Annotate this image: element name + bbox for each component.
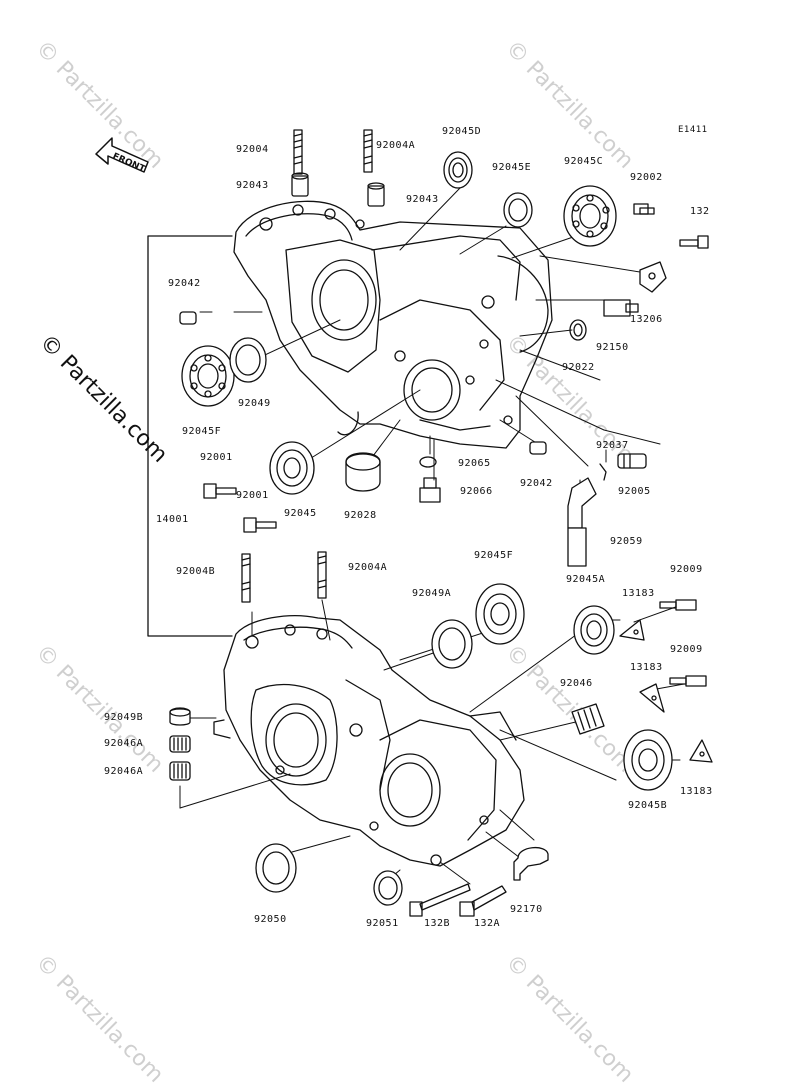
part-label-92046[interactable]: 92046 bbox=[560, 678, 593, 689]
bearing-92045-icon bbox=[269, 441, 315, 495]
part-label-92045d[interactable]: 92045D bbox=[442, 126, 482, 137]
bearing-92028-icon bbox=[345, 452, 381, 492]
part-label-92004[interactable]: 92004 bbox=[236, 144, 269, 155]
part-label-92046a-lower[interactable]: 92046A bbox=[104, 766, 144, 777]
lower-crankcase bbox=[213, 615, 525, 867]
part-label-13183-c[interactable]: 13183 bbox=[680, 786, 713, 797]
bracket-13206-icon bbox=[603, 261, 667, 317]
part-label-92049a[interactable]: 92049A bbox=[412, 588, 452, 599]
dowel-92042-right-icon bbox=[529, 441, 547, 455]
oil-seal-92050-icon bbox=[255, 843, 297, 893]
stud-92004a-bottom-icon bbox=[317, 551, 327, 599]
oil-seal-92049-icon bbox=[229, 337, 267, 383]
part-label-92009-a[interactable]: 92009 bbox=[670, 564, 703, 575]
leader-lines bbox=[179, 187, 685, 885]
part-label-92150[interactable]: 92150 bbox=[596, 342, 629, 353]
part-label-92043-right[interactable]: 92043 bbox=[406, 194, 439, 205]
part-label-92037[interactable]: 92037 bbox=[596, 440, 629, 451]
clamp-92170-icon bbox=[513, 847, 549, 881]
oil-seal-92045d-icon bbox=[443, 151, 473, 189]
part-label-13206[interactable]: 13206 bbox=[630, 314, 663, 325]
bracket-13183-c-icon bbox=[689, 739, 713, 763]
bolt-92001-b-icon bbox=[243, 517, 277, 533]
washer-92065-icon bbox=[419, 456, 437, 468]
bearing-92045f-top-icon bbox=[181, 345, 235, 407]
part-label-92042-right[interactable]: 92042 bbox=[520, 478, 553, 489]
part-label-92005[interactable]: 92005 bbox=[618, 486, 651, 497]
part-label-92066[interactable]: 92066 bbox=[460, 486, 493, 497]
bolt-92001-a-icon bbox=[203, 483, 237, 499]
stud-92004-icon bbox=[293, 129, 303, 175]
upper-crankcase bbox=[233, 200, 553, 449]
part-label-92046a-upper[interactable]: 92046A bbox=[104, 738, 144, 749]
part-label-13183-b[interactable]: 13183 bbox=[630, 662, 663, 673]
bearing-92045e-icon bbox=[503, 192, 533, 228]
needle-bearing-92046-icon bbox=[571, 703, 605, 735]
diagram-code: E1411 bbox=[678, 125, 708, 135]
part-label-92004a-bottom[interactable]: 92004A bbox=[348, 562, 388, 573]
part-label-92004a-top[interactable]: 92004A bbox=[376, 140, 416, 151]
dowel-92043-right-icon bbox=[367, 182, 385, 207]
oil-seal-92049a-icon bbox=[431, 619, 473, 669]
part-label-92042-left[interactable]: 92042 bbox=[168, 278, 201, 289]
part-label-92065[interactable]: 92065 bbox=[458, 458, 491, 469]
part-label-92049b[interactable]: 92049B bbox=[104, 712, 144, 723]
dowel-92043-left-icon bbox=[291, 172, 309, 197]
part-label-14001[interactable]: 14001 bbox=[156, 514, 189, 525]
dowel-92042-left-icon bbox=[179, 311, 197, 325]
part-label-92045b[interactable]: 92045B bbox=[628, 800, 668, 811]
part-label-132a[interactable]: 132A bbox=[474, 918, 501, 929]
bracket-13183-a-icon bbox=[619, 619, 645, 641]
bearing-92045a-icon bbox=[573, 605, 615, 655]
bolt-132a-icon bbox=[459, 885, 507, 917]
part-label-92045c[interactable]: 92045C bbox=[564, 156, 604, 167]
part-label-92050[interactable]: 92050 bbox=[254, 914, 287, 925]
stud-92004b-icon bbox=[241, 553, 251, 603]
bolt-92009-a-icon bbox=[659, 599, 697, 611]
bolt-132-icon bbox=[679, 235, 709, 249]
part-label-132[interactable]: 132 bbox=[690, 206, 710, 217]
seal-92049b-icon bbox=[169, 707, 191, 726]
oil-seal-92051-icon bbox=[373, 870, 403, 906]
part-label-92001-b[interactable]: 92001 bbox=[236, 490, 269, 501]
part-label-132b[interactable]: 132B bbox=[424, 918, 451, 929]
part-label-92045f-bottom[interactable]: 92045F bbox=[474, 550, 514, 561]
part-label-92051[interactable]: 92051 bbox=[366, 918, 399, 929]
fitting-92005-icon bbox=[617, 453, 647, 469]
part-label-92028[interactable]: 92028 bbox=[344, 510, 377, 521]
part-label-92049[interactable]: 92049 bbox=[238, 398, 271, 409]
hose-92059-icon bbox=[567, 477, 597, 567]
part-label-92009-b[interactable]: 92009 bbox=[670, 644, 703, 655]
needle-bearing-92046a-lower-icon bbox=[169, 761, 191, 781]
bracket-14001 bbox=[147, 235, 233, 637]
part-label-92001-a[interactable]: 92001 bbox=[200, 452, 233, 463]
part-label-92045a[interactable]: 92045A bbox=[566, 574, 606, 585]
bolt-132b-icon bbox=[409, 883, 471, 917]
part-label-92043-left[interactable]: 92043 bbox=[236, 180, 269, 191]
part-label-92045e[interactable]: 92045E bbox=[492, 162, 532, 173]
parts-diagram: © Partzilla.com © Partzilla.com © Partzi… bbox=[30, 36, 713, 1088]
part-label-92022[interactable]: 92022 bbox=[562, 362, 595, 373]
stud-92004a-top-icon bbox=[363, 129, 373, 173]
diagram-artwork: FRONT bbox=[95, 129, 713, 917]
needle-bearing-92046a-upper-icon bbox=[169, 735, 191, 753]
part-label-92045f-top[interactable]: 92045F bbox=[182, 426, 222, 437]
clip-92037-icon bbox=[599, 463, 607, 481]
o-ring-92022-icon bbox=[569, 319, 587, 341]
part-label-92045[interactable]: 92045 bbox=[284, 508, 317, 519]
front-arrow-icon: FRONT bbox=[95, 137, 149, 175]
bearing-92045c-icon bbox=[563, 185, 617, 247]
part-label-92170[interactable]: 92170 bbox=[510, 904, 543, 915]
bolt-92009-b-icon bbox=[669, 675, 707, 687]
bracket-13183-b-icon bbox=[639, 683, 665, 713]
bearing-92045b-icon bbox=[623, 729, 673, 791]
part-label-92059[interactable]: 92059 bbox=[610, 536, 643, 547]
part-label-92002[interactable]: 92002 bbox=[630, 172, 663, 183]
plug-92066-icon bbox=[419, 477, 441, 503]
bearing-92045f-bottom-icon bbox=[475, 583, 525, 645]
part-label-13183-a[interactable]: 13183 bbox=[622, 588, 655, 599]
part-label-92004b[interactable]: 92004B bbox=[176, 566, 216, 577]
bolt-92002-icon bbox=[633, 203, 655, 215]
